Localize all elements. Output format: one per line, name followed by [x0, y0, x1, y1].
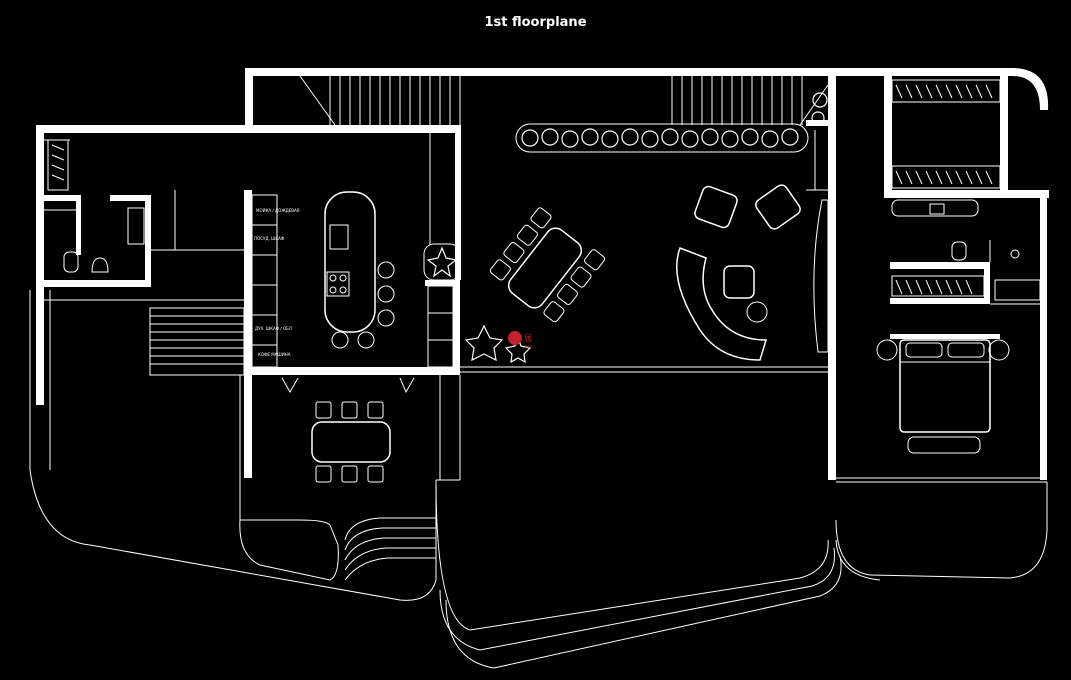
kitchen-label-sink: МОЙКА / ДОЖДЕВАЯ — [256, 208, 300, 213]
closets — [47, 79, 1001, 297]
stairs-bottom — [344, 517, 436, 581]
stairs-top-right — [671, 76, 829, 126]
kitchen-island — [324, 191, 376, 333]
terrace-dining — [281, 377, 415, 483]
terrace-outline — [29, 290, 1048, 669]
stairs-left — [149, 307, 245, 376]
dining-area — [489, 207, 606, 323]
planter — [515, 92, 828, 153]
kitchen-label-oven: ДУХ. ШКАФ / ОБЛ — [255, 326, 292, 331]
walls — [36, 68, 1049, 480]
thin-lines — [44, 76, 1047, 520]
lounge — [676, 184, 829, 361]
bathroom-right — [891, 199, 1041, 301]
plants — [423, 243, 532, 364]
kitchen: МОЙКА / ДОЖДЕВАЯ ПОСУД. ШКАФ ДУХ. ШКАФ /… — [251, 191, 454, 368]
page-title: 1st floorplane — [484, 15, 587, 30]
watermark-text: 居 — [524, 334, 532, 343]
bedroom — [876, 339, 1010, 454]
bathroom-left — [44, 207, 145, 273]
watermark-domain: .com — [524, 344, 534, 349]
kitchen-label-cabinet: ПОСУД. ШКАФ — [254, 236, 285, 241]
stairs-top-left — [299, 75, 461, 126]
watermark-logo — [508, 331, 522, 345]
kitchen-label-coffee: КОФЕ МАШИНА — [258, 352, 291, 357]
